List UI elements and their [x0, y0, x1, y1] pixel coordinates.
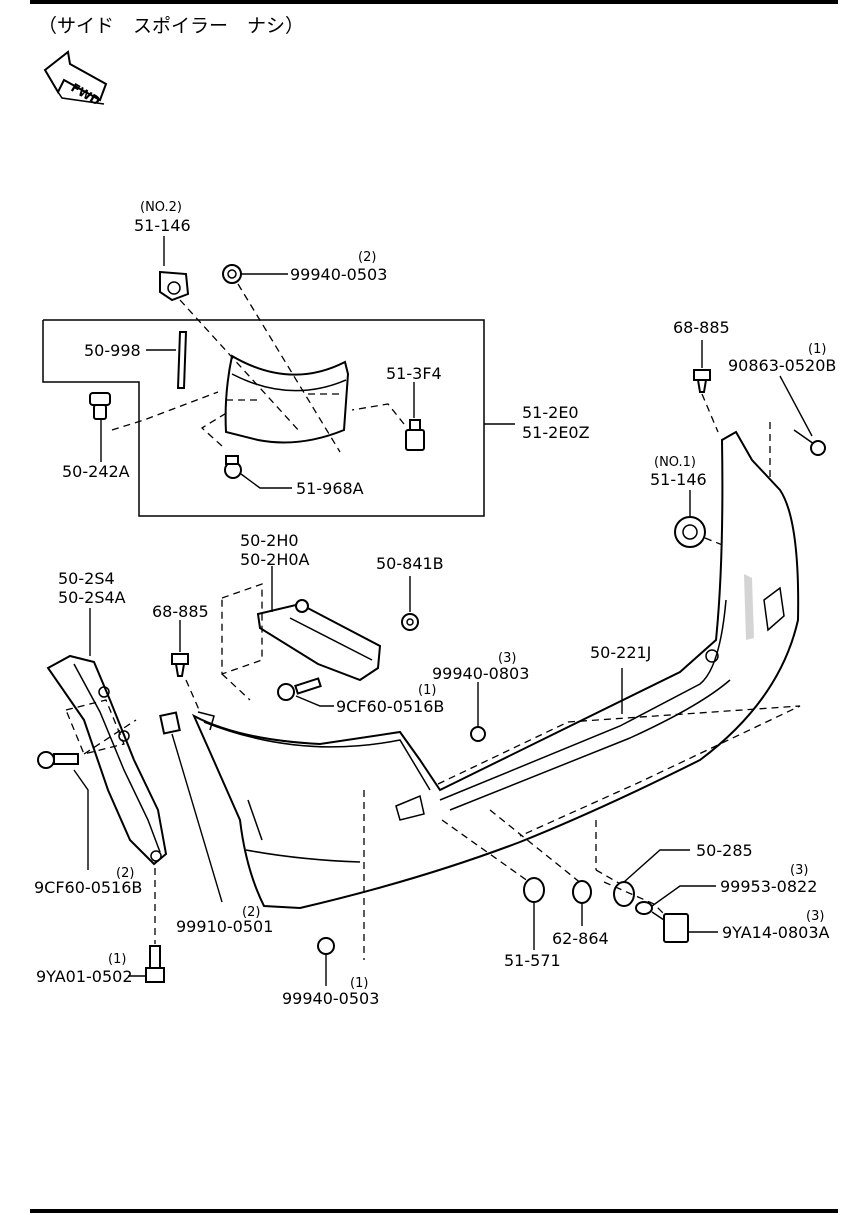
part-50-998 — [176, 331, 188, 389]
label-51-3F4: 51-3F4 — [386, 364, 442, 383]
label-99940-0503-top: 99940-0503 — [290, 265, 387, 284]
label-51-146-no1: 51-146 — [650, 470, 707, 489]
label-9YA01-qty: (1) — [108, 952, 126, 967]
label-9CF60-0516B-mid: 9CF60-0516B — [336, 697, 444, 716]
part-51-146-no1 — [674, 516, 706, 548]
part-51-3F4 — [405, 419, 425, 451]
part-50-242A — [89, 392, 111, 420]
label-51-146-no2: 51-146 — [134, 216, 191, 235]
part-50-2H0 — [256, 602, 382, 682]
header-note: （サイド スポイラー ナシ） — [38, 15, 304, 37]
label-99953-0822: 99953-0822 — [720, 877, 817, 896]
part-51-571 — [523, 877, 545, 903]
label-68-885-right: 68-885 — [673, 318, 730, 337]
label-50-998: 50-998 — [84, 341, 141, 360]
label-9YA14-0803A: 9YA14-0803A — [722, 923, 830, 942]
label-99940-0803: 99940-0803 — [432, 664, 529, 683]
part-50-221J — [191, 430, 800, 910]
label-51-146-no2-qty: (NO.2) — [140, 200, 182, 215]
label-9YA01-0502: 9YA01-0502 — [36, 967, 133, 986]
label-99940-0503-top-qty: (2) — [358, 250, 376, 265]
part-99940-0803 — [470, 726, 486, 742]
part-99910-0501 — [159, 711, 181, 735]
part-9CF60-0516B-mid — [277, 677, 322, 701]
label-50-2S4: 50-2S4 — [58, 569, 115, 588]
label-50-2H0A: 50-2H0A — [240, 550, 310, 569]
part-9YA14-0803A — [651, 911, 689, 943]
label-9YA14-qty: (3) — [806, 909, 824, 924]
label-9CF60-mid-qty: (1) — [418, 683, 436, 698]
part-51-146-no2 — [159, 270, 190, 302]
part-99940-0503-top — [222, 264, 242, 284]
part-50-2S4 — [46, 654, 168, 866]
label-50-2S4A: 50-2S4A — [58, 588, 126, 607]
label-51-146-no1-qty: (NO.1) — [654, 455, 696, 470]
part-68-885-right — [693, 369, 711, 393]
label-50-221J: 50-221J — [590, 643, 651, 662]
label-99953-qty: (3) — [790, 863, 808, 878]
label-50-841B: 50-841B — [376, 554, 444, 573]
part-51-968A — [224, 455, 242, 479]
part-62-864 — [572, 880, 592, 904]
label-62-864: 62-864 — [552, 929, 609, 948]
part-90863-0520B — [793, 429, 826, 456]
fwd-arrow-icon: FWD — [43, 50, 108, 108]
label-9CF60-0516B-left: 9CF60-0516B — [34, 878, 142, 897]
bottom-rule — [30, 1209, 838, 1213]
label-99940-0503-bottom: 99940-0503 — [282, 989, 379, 1008]
label-99940-0503-bottom-qty: (1) — [350, 976, 368, 991]
part-50-841B — [401, 613, 419, 631]
label-9CF60-left-qty: (2) — [116, 866, 134, 881]
label-50-2H0: 50-2H0 — [240, 531, 299, 550]
top-rule — [30, 0, 838, 4]
part-99940-0503-bottom — [317, 937, 335, 955]
label-90863-0520B: 90863-0520B — [728, 356, 836, 375]
label-50-285: 50-285 — [696, 841, 753, 860]
part-51-2E0 — [224, 354, 350, 444]
inset-box — [42, 319, 485, 517]
label-99910-0501: 99910-0501 — [176, 917, 273, 936]
label-50-242A: 50-242A — [62, 462, 130, 481]
part-68-885-left — [171, 653, 189, 677]
label-51-968A: 51-968A — [296, 479, 364, 498]
label-68-885-left: 68-885 — [152, 602, 209, 621]
label-99940-0803-qty: (3) — [498, 651, 516, 666]
label-90863-qty: (1) — [808, 342, 826, 357]
label-51-2E0: 51-2E0 — [522, 403, 579, 422]
label-51-2E0Z: 51-2E0Z — [522, 423, 590, 442]
label-51-571: 51-571 — [504, 951, 561, 970]
part-9YA01-0502 — [145, 945, 165, 983]
part-9CF60-0516B-left — [37, 751, 79, 769]
part-99953-0822 — [635, 901, 653, 915]
label-99910-qty: (2) — [242, 905, 260, 920]
